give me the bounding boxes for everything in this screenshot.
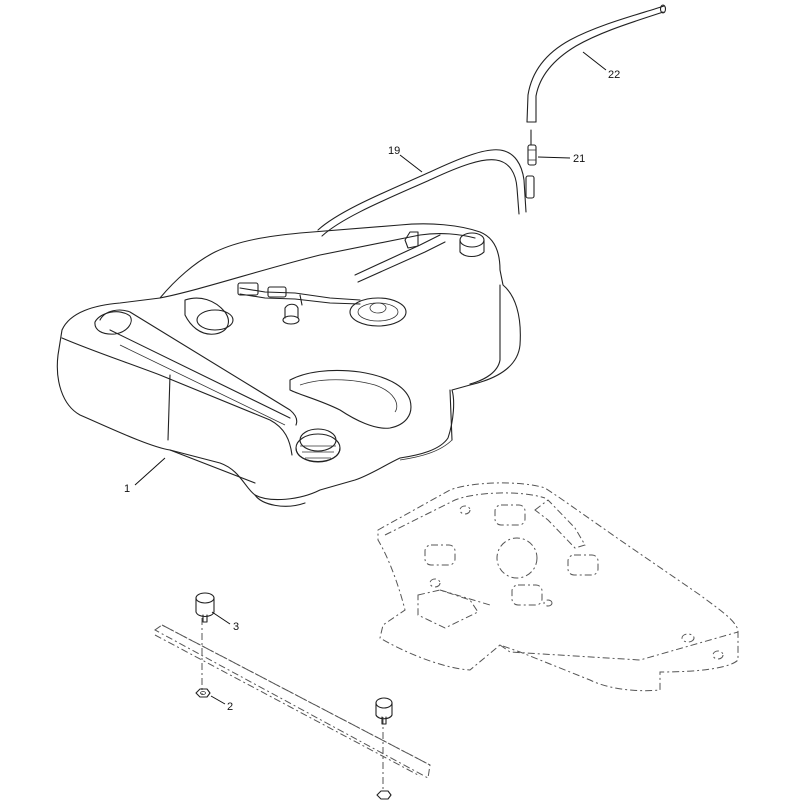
fuel-tank-1: [56, 223, 521, 507]
vent-hose-22: [526, 4, 667, 123]
callout-19: 19: [388, 145, 400, 157]
callout-1: 1: [124, 483, 130, 495]
fitting-21: [527, 129, 537, 166]
fuel-line-19: [317, 149, 535, 237]
bumper-3-left: [195, 592, 215, 623]
callout-2: 2: [227, 701, 233, 713]
bumper-3-right: [375, 697, 393, 725]
callout-22: 22: [608, 69, 620, 81]
strap-phantom: [154, 618, 431, 790]
callout-21: 21: [573, 153, 585, 165]
nut-2-left: [195, 688, 211, 698]
nut-2-right: [376, 790, 392, 800]
callout-3: 3: [233, 621, 239, 633]
leader-lines: [134, 51, 607, 705]
mounting-plate-phantom: [377, 482, 739, 692]
